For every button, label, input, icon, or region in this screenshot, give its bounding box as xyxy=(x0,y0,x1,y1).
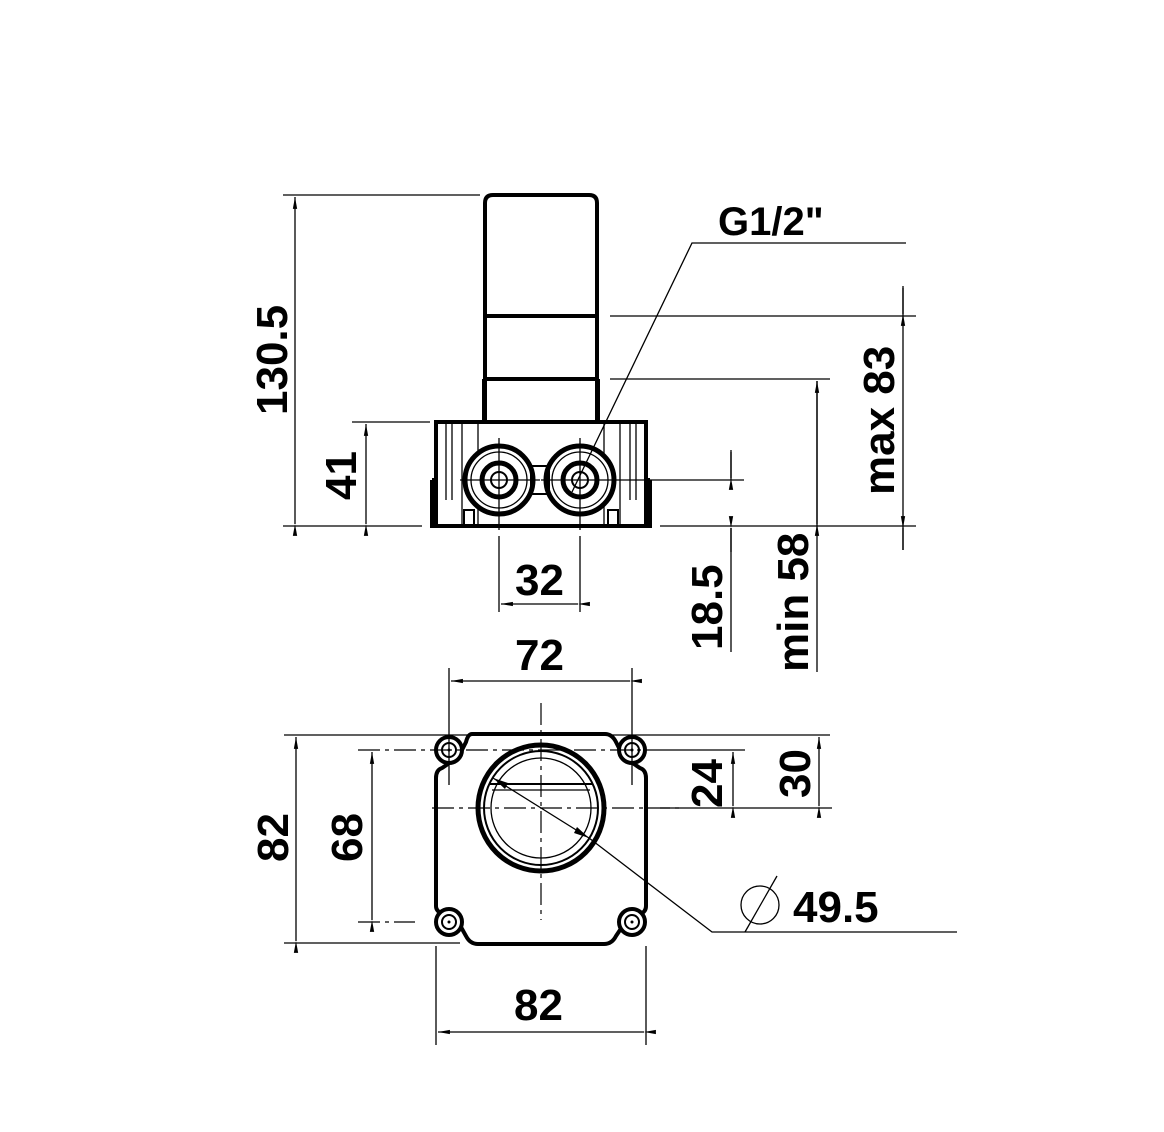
thread-label: G1/2" xyxy=(718,200,824,244)
dim-base-height: 41 xyxy=(317,451,366,500)
inlet-left xyxy=(460,438,540,530)
inlet-right xyxy=(541,438,620,530)
dim-hole-spacing-y: 68 xyxy=(323,813,372,862)
dim-outer-width: 82 xyxy=(514,981,563,1030)
dim-bore-diameter: 49.5 xyxy=(793,883,879,932)
side-view: G1/2" 130.5 41 32 18.5 min 58 xyxy=(248,193,916,672)
cartridge-body xyxy=(483,193,599,422)
dim-min-depth: min 58 xyxy=(769,533,818,672)
dim-max-depth: max 83 xyxy=(855,346,904,495)
diameter-symbol-icon xyxy=(740,875,780,933)
dim-outer-height: 82 xyxy=(249,813,298,862)
dim-inlet-height: 18.5 xyxy=(683,564,732,650)
dim-center-offset-small: 24 xyxy=(683,759,732,808)
dim-hole-spacing-x: 72 xyxy=(515,631,564,680)
dim-center-offset-large: 30 xyxy=(771,749,820,798)
top-view: 72 82 68 82 24 30 49.5 xyxy=(249,631,957,1045)
dim-inlet-spacing: 32 xyxy=(515,556,564,605)
mount-hole-bl xyxy=(434,907,464,937)
dim-overall-height: 130.5 xyxy=(248,305,297,415)
mount-hole-br xyxy=(617,907,647,937)
housing-outline xyxy=(434,732,648,946)
